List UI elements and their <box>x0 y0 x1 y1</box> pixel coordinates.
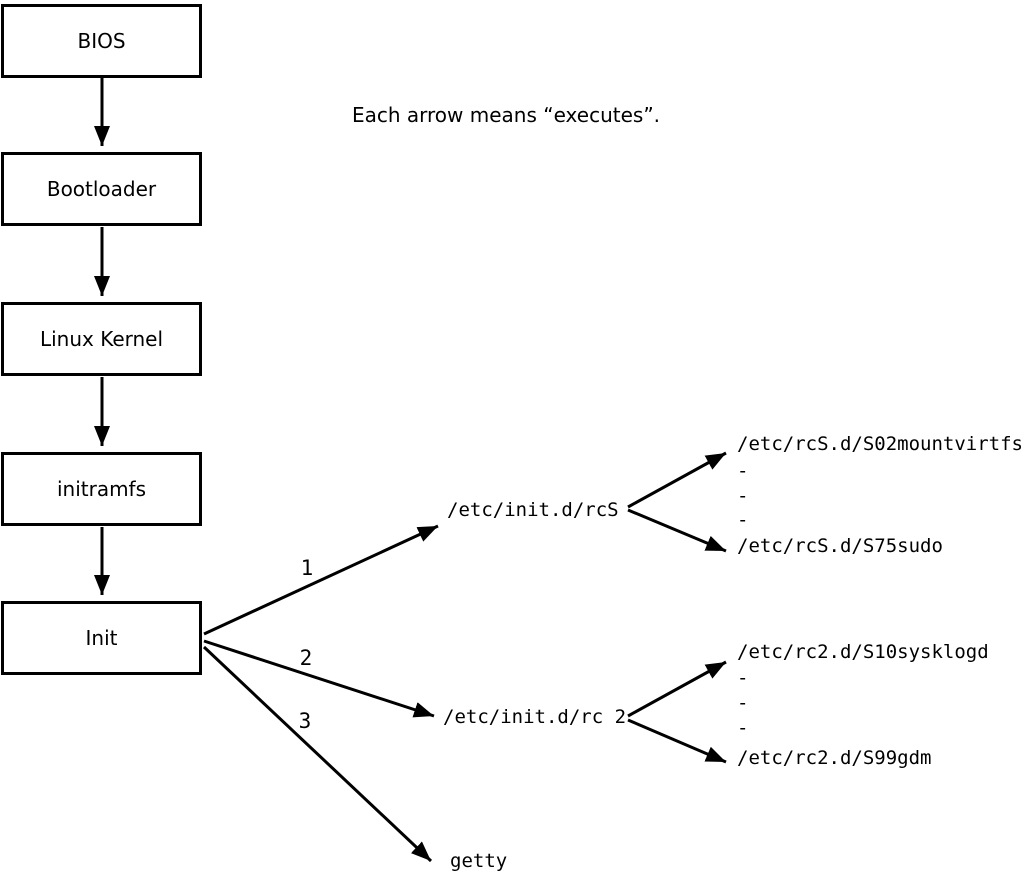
arrow-rcS-to-s02mountvirtfs <box>627 451 727 509</box>
arrow-init-to-getty <box>202 645 433 863</box>
rc2-ellipsis-dash: - <box>737 692 749 714</box>
rc2-child-s10sysklogd: /etc/rc2.d/S10sysklogd <box>737 641 989 663</box>
bios-label: BIOS <box>77 29 126 53</box>
arrow-rc2-to-s10sysklogd <box>627 660 727 718</box>
rc2-child-s99gdm: /etc/rc2.d/S99gdm <box>737 747 932 769</box>
initramfs-label: initramfs <box>56 477 147 501</box>
rcS-ellipsis-dash: - <box>737 460 749 482</box>
linux-kernel-box: Linux Kernel <box>1 302 202 376</box>
initramfs-box: initramfs <box>1 452 202 526</box>
init-box: Init <box>1 601 202 675</box>
rc2-script-label: /etc/init.d/rc 2 <box>443 706 627 728</box>
bootloader-label: Bootloader <box>46 177 157 201</box>
branch-number-1: 1 <box>300 556 314 580</box>
arrow-rc2-to-s99gdm <box>627 718 727 764</box>
bootloader-box: Bootloader <box>1 152 202 226</box>
rcS-ellipsis-dash: - <box>737 509 749 531</box>
caption-arrow-meaning: Each arrow means “executes”. <box>351 103 661 127</box>
rcS-script-label: /etc/init.d/rcS <box>447 499 619 521</box>
rcS-ellipsis-dash: - <box>737 485 749 507</box>
rc2-ellipsis-dash: - <box>737 717 749 739</box>
branch-number-3: 3 <box>298 709 312 733</box>
getty-label: getty <box>450 850 508 872</box>
rcS-child-s75sudo: /etc/rcS.d/S75sudo <box>737 535 943 557</box>
bios-box: BIOS <box>1 4 202 78</box>
rcS-child-s02mountvirtfs: /etc/rcS.d/S02mountvirtfs <box>737 433 1023 455</box>
arrow-init-to-rc2 <box>203 639 435 718</box>
arrow-init-to-rcS <box>203 524 439 636</box>
rc2-ellipsis-dash: - <box>737 667 749 689</box>
linux-kernel-label: Linux Kernel <box>39 327 164 351</box>
init-label: Init <box>85 626 118 650</box>
branch-number-2: 2 <box>299 646 313 670</box>
arrow-rcS-to-s75sudo <box>627 508 727 553</box>
